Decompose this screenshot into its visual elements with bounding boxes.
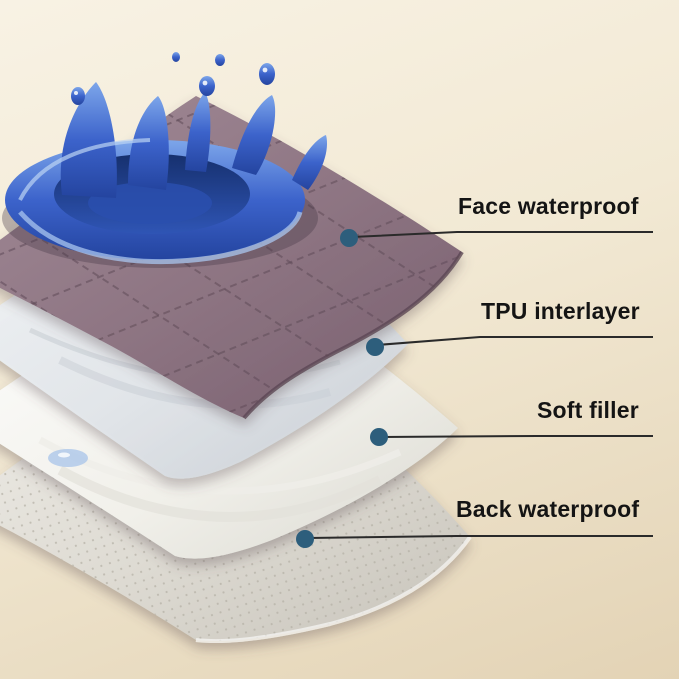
layer-label-tpu-interlayer: TPU interlayer bbox=[481, 298, 640, 324]
callout-dot bbox=[366, 338, 384, 356]
water-splash bbox=[2, 52, 328, 268]
layer-label-soft-filler: Soft filler bbox=[537, 397, 639, 423]
callout-lines bbox=[307, 231, 653, 539]
callout-dot bbox=[340, 229, 358, 247]
callout-dot bbox=[370, 428, 388, 446]
callout-dots bbox=[296, 229, 388, 548]
layer-label-back-waterproof: Back waterproof bbox=[456, 496, 640, 522]
layer-label-face-waterproof: Face waterproof bbox=[458, 193, 639, 219]
callout-dot bbox=[296, 530, 314, 548]
